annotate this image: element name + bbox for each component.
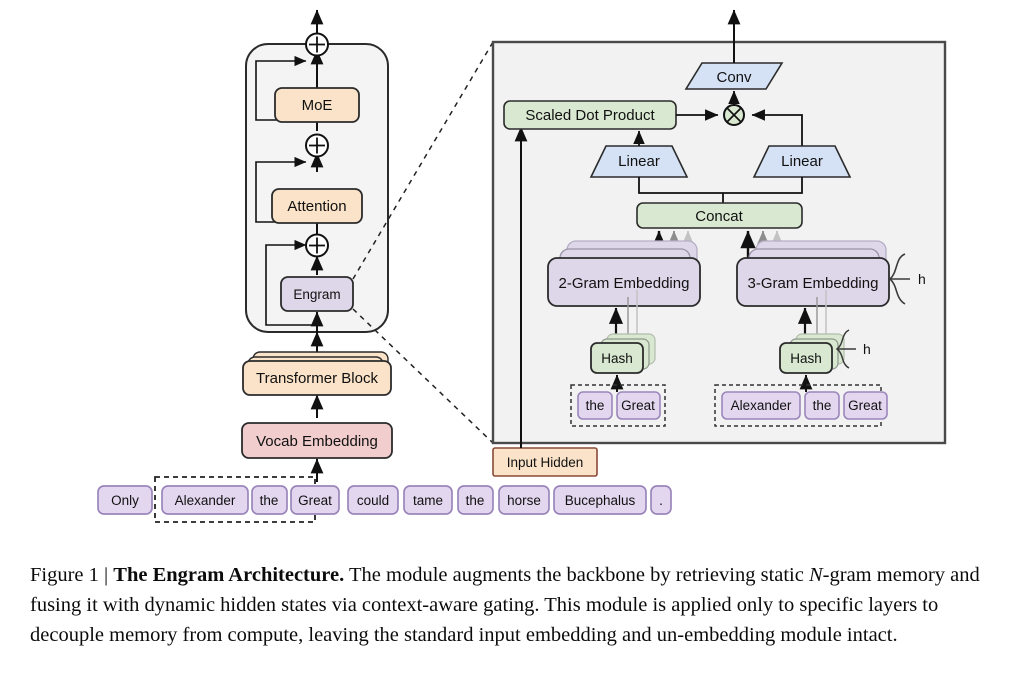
token-label: Bucephalus — [565, 493, 636, 508]
caption-body-2: -gram memory and fusing it with dynamic … — [30, 564, 980, 646]
token-label: horse — [507, 493, 541, 508]
token-chip[interactable]: Great — [843, 391, 888, 420]
linear-right-label: Linear — [781, 153, 823, 170]
token-chip[interactable]: could — [347, 485, 399, 515]
vocab-embedding-block[interactable]: Vocab Embedding — [241, 422, 393, 459]
linear-left-label: Linear — [618, 153, 660, 170]
transformer-block-label: Transformer Block — [256, 370, 378, 387]
input-token-sequence: Only Alexander the Great could tame the — [97, 476, 672, 523]
token-label: Alexander — [175, 493, 236, 508]
hash-right-block[interactable]: Hash — [779, 333, 845, 374]
input-hidden-label: Input Hidden — [507, 455, 584, 470]
concat-block[interactable]: Concat — [636, 202, 803, 229]
token-chip[interactable]: horse — [498, 485, 550, 515]
multiply-node — [676, 90, 803, 155]
gram2-embedding-stack[interactable]: 2-Gram Embedding — [547, 240, 701, 307]
token-chip[interactable]: the — [804, 391, 840, 420]
gram3-token-group: Alexander the Great — [714, 384, 888, 427]
token-chip[interactable]: Bucephalus — [553, 485, 647, 515]
conv-label: Conv — [716, 69, 752, 86]
token-chip[interactable]: the — [251, 485, 288, 515]
token-chip[interactable]: tame — [403, 485, 453, 515]
conv-block[interactable]: Conv — [684, 9, 784, 90]
token-chip[interactable]: Only — [97, 485, 153, 515]
token-label: Great — [621, 398, 655, 413]
token-label: the — [260, 493, 279, 508]
moe-block[interactable]: MoE — [274, 87, 360, 123]
token-label: . — [659, 493, 663, 508]
vocab-embedding-label: Vocab Embedding — [256, 433, 378, 450]
gram-stack-h-brace: h — [888, 253, 926, 305]
moe-label: MoE — [302, 97, 333, 114]
hash-left-label: Hash — [601, 351, 633, 366]
token-label: Only — [111, 493, 139, 508]
concat-label: Concat — [695, 208, 743, 225]
add-node-moe — [305, 32, 329, 57]
concat-to-linear-links — [638, 177, 803, 204]
gram3-embedding-label: 3-Gram Embedding — [748, 275, 879, 292]
attention-block[interactable]: Attention — [271, 188, 363, 224]
engram-label: Engram — [293, 287, 340, 302]
scaled-dot-product-block[interactable]: Scaled Dot Product — [503, 100, 677, 130]
caption-prefix: Figure 1 | — [30, 564, 114, 586]
zoom-connector-lines — [352, 41, 494, 444]
figure-caption: Figure 1 | The Engram Architecture. The … — [30, 560, 1005, 650]
transformer-block-stack[interactable]: Transformer Block — [242, 351, 392, 396]
gram2-token-group: the Great — [570, 384, 666, 427]
caption-bold-title: The Engram Architecture. — [113, 564, 345, 586]
input-hidden-block[interactable]: Input Hidden — [492, 447, 598, 477]
token-chip[interactable]: Great — [616, 391, 661, 420]
figure-engram-architecture: MoE Attention Engram Transformer Block V… — [97, 9, 947, 523]
gram-stack-h-label: h — [918, 271, 926, 287]
scaled-dot-product-label: Scaled Dot Product — [525, 107, 655, 124]
hash-h-label: h — [863, 341, 871, 357]
token-label: Great — [298, 493, 332, 508]
token-label: the — [586, 398, 605, 413]
token-label: Alexander — [731, 398, 792, 413]
caption-body-1: The module augments the backbone by retr… — [344, 564, 809, 586]
hash-right-to-gram3-arrows — [797, 290, 827, 338]
token-label: the — [813, 398, 832, 413]
add-node-engram — [305, 233, 329, 258]
token-chip[interactable]: the — [577, 391, 613, 420]
token-label: tame — [413, 493, 443, 508]
add-node-attention — [305, 133, 329, 158]
token-label: the — [466, 493, 485, 508]
linear-left-block[interactable]: Linear — [589, 130, 689, 178]
engram-block[interactable]: Engram — [280, 276, 354, 312]
hash-h-brace: h — [835, 329, 871, 369]
attention-label: Attention — [287, 198, 346, 215]
hash-left-block[interactable]: Hash — [590, 333, 656, 374]
gram2-embedding-label: 2-Gram Embedding — [559, 275, 690, 292]
linear-right-block[interactable]: Linear — [752, 145, 852, 178]
hash-right-label: Hash — [790, 351, 822, 366]
token-chip[interactable]: the — [457, 485, 494, 515]
token-chip[interactable]: Alexander — [721, 391, 801, 420]
token-chip[interactable]: Alexander — [161, 485, 249, 515]
hash-left-to-gram2-arrows — [608, 290, 638, 338]
caption-italic-n: N — [808, 564, 823, 586]
token-chip[interactable]: Great — [290, 485, 340, 515]
token-label: Great — [848, 398, 882, 413]
token-label: could — [357, 493, 389, 508]
gram3-embedding-stack[interactable]: 3-Gram Embedding — [736, 240, 890, 307]
token-chip[interactable]: . — [650, 485, 672, 515]
